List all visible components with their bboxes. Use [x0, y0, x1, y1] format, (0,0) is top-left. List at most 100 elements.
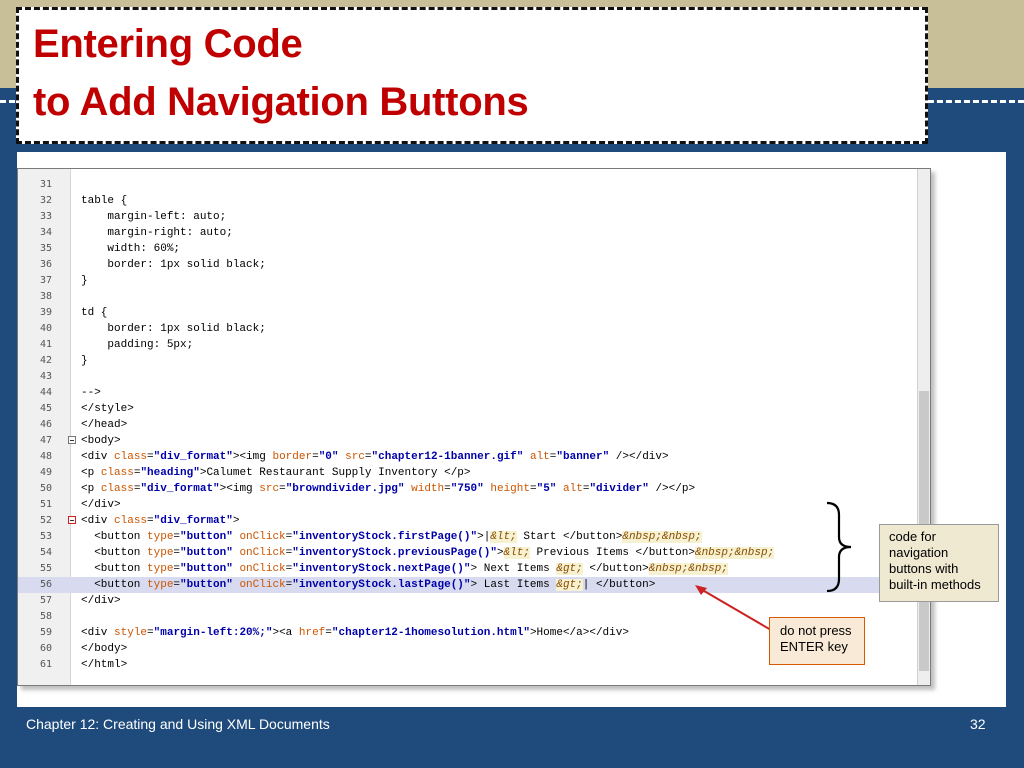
code-text: </body>	[81, 643, 128, 655]
code-line[interactable]: 53 <button type="button" onClick="invent…	[18, 529, 916, 545]
code-line[interactable]: 45</style>	[18, 401, 916, 417]
code-text: <div style="margin-left:20%;"><a href="c…	[81, 627, 629, 639]
code-line[interactable]: 37}	[18, 273, 916, 289]
line-number: 51	[39, 499, 52, 510]
line-number: 36	[39, 259, 52, 270]
code-text: <button type="button" onClick="inventory…	[81, 563, 728, 575]
code-line[interactable]: 61 </html>	[18, 657, 916, 673]
code-text: <button type="button" onClick="inventory…	[81, 531, 702, 543]
line-number: 54	[39, 547, 52, 558]
code-line[interactable]: 56 <button type="button" onClick="invent…	[18, 577, 916, 593]
line-number: 40	[39, 323, 52, 334]
line-number: 60	[39, 643, 52, 654]
line-number: 57	[39, 595, 52, 606]
line-number: 52	[39, 515, 52, 526]
code-line[interactable]: 59 <div style="margin-left:20%;"><a href=…	[18, 625, 916, 641]
code-text: margin-right: auto;	[81, 227, 233, 239]
line-number: 48	[39, 451, 52, 462]
line-number: 37	[39, 275, 52, 286]
line-number: 31	[39, 179, 52, 190]
code-text: </html>	[81, 659, 128, 671]
code-line[interactable]: 42}	[18, 353, 916, 369]
callout-enter-key: do not press ENTER key	[769, 617, 865, 665]
line-number: 58	[39, 611, 52, 622]
code-line[interactable]: 52 <div class="div_format">	[18, 513, 916, 529]
line-number-gutter	[18, 169, 71, 685]
code-text: width: 60%;	[81, 243, 181, 255]
slide-title-line-2: to Add Navigation Buttons	[33, 80, 529, 124]
code-text: </head>	[81, 419, 128, 431]
code-line[interactable]: 44 -->	[18, 385, 916, 401]
code-line[interactable]: 60 </body>	[18, 641, 916, 657]
code-text: td {	[81, 307, 108, 319]
code-line[interactable]: 51 </div>	[18, 497, 916, 513]
line-number: 46	[39, 419, 52, 430]
line-number: 56	[39, 579, 52, 590]
line-number: 47	[39, 435, 52, 446]
code-text: table {	[81, 195, 128, 207]
code-line[interactable]: 40 border: 1px solid black;	[18, 321, 916, 337]
code-line[interactable]: 47 <body>	[18, 433, 916, 449]
code-line[interactable]: 54 <button type="button" onClick="invent…	[18, 545, 916, 561]
code-line[interactable]: 34 margin-right: auto;	[18, 225, 916, 241]
code-text: border: 1px solid black;	[81, 323, 266, 335]
callout-navigation-methods: code for navigation buttons with built-i…	[879, 524, 999, 602]
code-text: <div class="div_format"><img border="0" …	[81, 451, 669, 463]
curly-brace-icon	[826, 501, 852, 593]
code-line[interactable]: 38	[18, 289, 916, 305]
line-number: 43	[39, 371, 52, 382]
code-line[interactable]: 41 padding: 5px;	[18, 337, 916, 353]
code-line[interactable]: 58	[18, 609, 916, 625]
line-number: 39	[39, 307, 52, 318]
footer-page-number: 32	[970, 716, 986, 732]
code-text: </div>	[81, 499, 121, 511]
code-line[interactable]: 57 </div>	[18, 593, 916, 609]
code-line[interactable]: 39 td {	[18, 305, 916, 321]
code-text: <p class="heading">Calumet Restaurant Su…	[81, 467, 471, 479]
code-line[interactable]: 35 width: 60%;	[18, 241, 916, 257]
code-text: margin-left: auto;	[81, 211, 227, 223]
line-number: 50	[39, 483, 52, 494]
code-line[interactable]: 46 </head>	[18, 417, 916, 433]
slide-title-box: Entering Code to Add Navigation Buttons	[16, 7, 928, 144]
code-text: <div class="div_format">	[81, 515, 240, 527]
arrow-icon	[695, 585, 772, 631]
code-text: <button type="button" onClick="inventory…	[81, 579, 656, 591]
line-number: 35	[39, 243, 52, 254]
line-number: 44	[39, 387, 52, 398]
code-text: <p class="div_format"><img src="browndiv…	[81, 483, 696, 495]
code-text: }	[81, 275, 88, 287]
line-number: 45	[39, 403, 52, 414]
line-number: 59	[39, 627, 52, 638]
slide-title-line-1: Entering Code	[33, 22, 303, 66]
code-line[interactable]: 50 <p class="div_format"><img src="brownd…	[18, 481, 916, 497]
line-number: 34	[39, 227, 52, 238]
line-number: 41	[39, 339, 52, 350]
collapse-icon[interactable]	[68, 436, 76, 444]
code-text: -->	[81, 387, 101, 399]
code-line[interactable]: 48 <div class="div_format"><img border="0…	[18, 449, 916, 465]
code-text: </div>	[81, 595, 121, 607]
collapse-icon[interactable]	[68, 516, 76, 524]
code-line[interactable]: 49<p class="heading">Calumet Restaurant …	[18, 465, 916, 481]
footer-chapter-label: Chapter 12: Creating and Using XML Docum…	[26, 716, 330, 732]
code-line[interactable]: 32 table {	[18, 193, 916, 209]
vertical-scrollbar[interactable]	[917, 169, 930, 685]
code-line[interactable]: 43	[18, 369, 916, 385]
line-number: 61	[39, 659, 52, 670]
code-text: }	[81, 355, 88, 367]
code-text: <button type="button" onClick="inventory…	[81, 547, 775, 559]
code-line[interactable]: 36 border: 1px solid black;	[18, 257, 916, 273]
code-line[interactable]: 33 margin-left: auto;	[18, 209, 916, 225]
code-text: border: 1px solid black;	[81, 259, 266, 271]
line-number: 38	[39, 291, 52, 302]
line-number: 55	[39, 563, 52, 574]
code-line[interactable]: 31	[18, 177, 916, 193]
code-line[interactable]: 55 <button type="button" onClick="invent…	[18, 561, 916, 577]
code-text: <body>	[81, 435, 121, 447]
line-number: 53	[39, 531, 52, 542]
line-number: 32	[39, 195, 52, 206]
line-number: 42	[39, 355, 52, 366]
code-text: padding: 5px;	[81, 339, 194, 351]
